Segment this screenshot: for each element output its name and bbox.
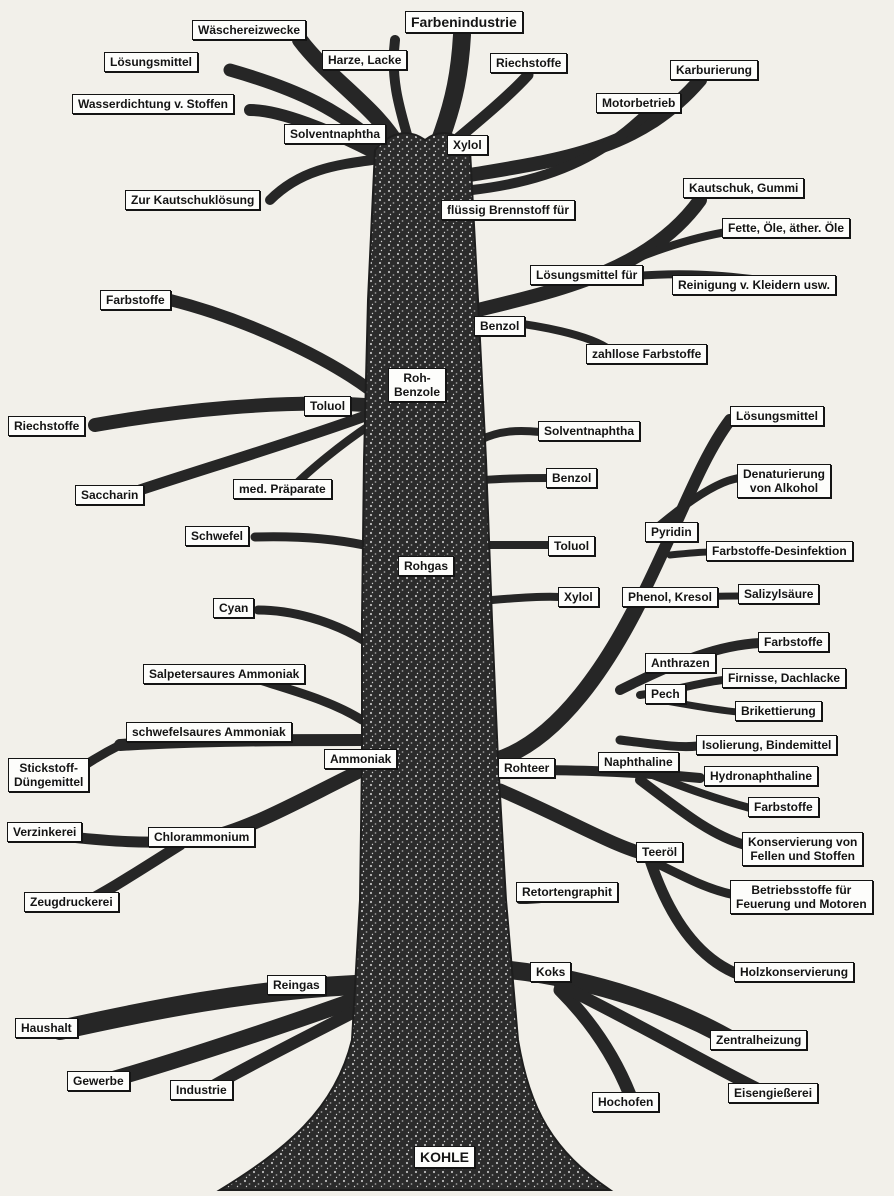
- tree-branch: [270, 160, 372, 200]
- label-zentralheizung: Zentralheizung: [710, 1030, 807, 1050]
- label-saccharin: Saccharin: [75, 485, 144, 505]
- label-denaturierung: Denaturierungvon Alkohol: [737, 464, 831, 498]
- label-motorbetrieb: Motorbetrieb: [596, 93, 681, 113]
- tree-branch: [260, 680, 362, 720]
- label-firnisse: Firnisse, Dachlacke: [722, 668, 846, 688]
- tree-branch: [170, 300, 370, 390]
- label-isolierung: Isolierung, Bindemittel: [696, 735, 837, 755]
- label-pyridin: Pyridin: [645, 522, 698, 542]
- label-koks: Koks: [530, 962, 571, 982]
- label-farbstoffe-naphthaline: Farbstoffe: [748, 797, 819, 817]
- label-stickstoff-duengemittel: Stickstoff-Düngemittel: [8, 758, 89, 792]
- label-solventnaphtha-mid: Solventnaphtha: [538, 421, 640, 441]
- label-reingas: Reingas: [267, 975, 326, 995]
- label-ammoniak: Ammoniak: [324, 749, 397, 769]
- label-wasserdichtung: Wasserdichtung v. Stoffen: [72, 94, 234, 114]
- label-farbstoffe-left: Farbstoffe: [100, 290, 171, 310]
- label-kohle: KOHLE: [414, 1146, 475, 1168]
- label-xylol-top: Xylol: [447, 135, 488, 155]
- label-fluessig-brennstoff: flüssig Brennstoff für: [441, 200, 575, 220]
- label-fette-oele: Fette, Öle, äther. Öle: [722, 218, 850, 238]
- label-teeroel: Teeröl: [636, 842, 683, 862]
- tree-branch: [258, 610, 363, 640]
- label-karburierung: Karburierung: [670, 60, 758, 80]
- label-riechstoffe-top: Riechstoffe: [490, 53, 567, 73]
- label-verzinkerei: Verzinkerei: [7, 822, 82, 842]
- label-loesungsmittel-top-left: Lösungsmittel: [104, 52, 198, 72]
- label-farbstoffe-anthrazen: Farbstoffe: [758, 632, 829, 652]
- label-zahllose-farbstoffe: zahllose Farbstoffe: [586, 344, 707, 364]
- label-xylol-mid: Xylol: [558, 587, 599, 607]
- label-toluol-left: Toluol: [304, 396, 351, 416]
- label-zeugdruckerei: Zeugdruckerei: [24, 892, 119, 912]
- tree-branch: [484, 478, 550, 480]
- label-hochofen: Hochofen: [592, 1092, 659, 1112]
- label-schwefelsaures-ammoniak: schwefelsaures Ammoniak: [126, 722, 292, 742]
- label-salizylsaeure: Salizylsäure: [738, 584, 819, 604]
- label-eisengiesserei: Eisengießerei: [728, 1083, 818, 1103]
- tree-branch: [492, 597, 560, 600]
- label-med-praeparate: med. Präparate: [233, 479, 332, 499]
- tree-branch: [620, 740, 698, 747]
- label-benzol-mid: Benzol: [546, 468, 597, 488]
- label-pech: Pech: [645, 684, 686, 704]
- label-waeschereizwecke: Wäschereizwecke: [192, 20, 306, 40]
- tree-branch: [670, 552, 710, 555]
- tree-branch: [472, 110, 650, 190]
- label-farbenindustrie: Farbenindustrie: [405, 11, 523, 33]
- label-farbstoffe-desinfektion: Farbstoffe-Desinfektion: [706, 541, 853, 561]
- tree-branch: [255, 537, 364, 545]
- label-konservierung-fellen: Konservierung vonFellen und Stoffen: [742, 832, 863, 866]
- label-holzkonservierung: Holzkonservierung: [734, 962, 854, 982]
- tree-branch: [500, 790, 650, 855]
- label-haushalt: Haushalt: [15, 1018, 78, 1038]
- tree-branch: [440, 35, 462, 140]
- label-kautschukloesung: Zur Kautschuklösung: [125, 190, 260, 210]
- label-riechstoffe-left: Riechstoffe: [8, 416, 85, 436]
- label-benzol-upper: Benzol: [474, 316, 525, 336]
- label-loesungsmittel-fuer: Lösungsmittel für: [530, 265, 643, 285]
- label-roh-benzole: Roh-Benzole: [388, 368, 446, 402]
- tree-branch: [480, 431, 540, 440]
- label-cyan: Cyan: [213, 598, 254, 618]
- label-anthrazen: Anthrazen: [645, 653, 716, 673]
- label-kautschuk-gummi: Kautschuk, Gummi: [683, 178, 804, 198]
- label-naphthaline: Naphthaline: [598, 752, 679, 772]
- label-brikettierung: Brikettierung: [735, 701, 822, 721]
- label-rohgas: Rohgas: [398, 556, 454, 576]
- label-harze-lacke: Harze, Lacke: [322, 50, 407, 70]
- label-retortengraphit: Retortengraphit: [516, 882, 618, 902]
- label-betriebsstoffe: Betriebsstoffe fürFeuerung und Motoren: [730, 880, 873, 914]
- label-industrie: Industrie: [170, 1080, 233, 1100]
- label-hydronaphthaline: Hydronaphthaline: [704, 766, 818, 786]
- label-salpetersaures-ammoniak: Salpetersaures Ammoniak: [143, 664, 305, 684]
- label-reinigung-kleider: Reinigung v. Kleidern usw.: [672, 275, 836, 295]
- label-phenol-kresol: Phenol, Kresol: [622, 587, 718, 607]
- label-loesungsmittel-right: Lösungsmittel: [730, 406, 824, 426]
- label-solventnaphtha-top: Solventnaphtha: [284, 124, 386, 144]
- label-chlorammonium: Chlorammonium: [148, 827, 255, 847]
- label-gewerbe: Gewerbe: [67, 1071, 130, 1091]
- label-rohteer: Rohteer: [498, 758, 555, 778]
- label-schwefel: Schwefel: [185, 526, 249, 546]
- label-toluol-mid: Toluol: [548, 536, 595, 556]
